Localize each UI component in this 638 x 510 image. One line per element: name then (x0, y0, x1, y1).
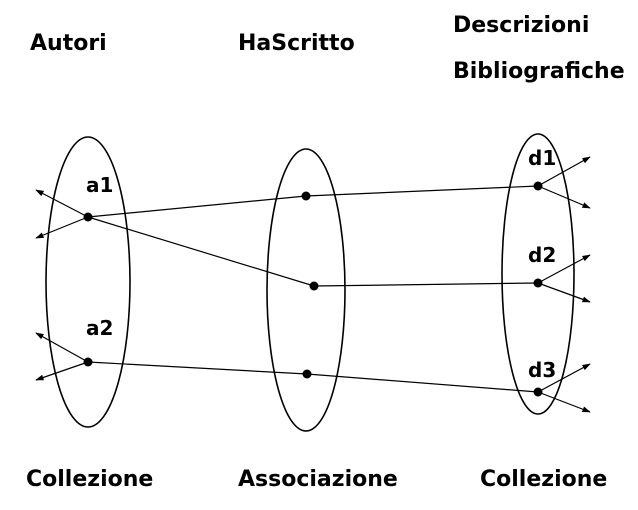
d2-arrow-upper (537, 254, 591, 284)
node-d2-label: d2 (528, 243, 556, 267)
descrizioni-collection-ellipse (501, 133, 575, 415)
footer-collezione-right: Collezione (480, 467, 607, 492)
node-a2-dot (83, 357, 93, 367)
a2-arrow-lower (35, 361, 89, 381)
link-a1-assoc1 (87, 195, 307, 218)
d2-arrow-lower (537, 282, 591, 303)
link-assoc3-d3 (306, 373, 539, 393)
header-bibliografiche: Bibliografiche (453, 59, 625, 84)
d1-arrow-upper (537, 156, 591, 187)
link-a2-assoc3 (87, 361, 308, 375)
node-d2-dot (533, 278, 543, 288)
footer-collezione-left: Collezione (26, 467, 153, 492)
node-a1-label: a1 (86, 173, 113, 197)
header-descrizioni: Descrizioni (453, 13, 589, 38)
header-autori: Autori (30, 31, 107, 56)
a1-arrow-upper (35, 189, 89, 218)
node-a1-dot (83, 212, 93, 222)
a1-arrow-lower (35, 216, 89, 239)
node-d1-label: d1 (528, 146, 556, 170)
assoc1-dot (301, 191, 311, 201)
node-d3-dot (533, 387, 543, 397)
node-d1-dot (533, 181, 543, 191)
autori-collection-ellipse (45, 136, 131, 428)
header-hascritto: HaScritto (238, 31, 355, 56)
footer-associazione: Associazione (238, 467, 398, 492)
node-a2-label: a2 (86, 316, 113, 340)
hascritto-association-ellipse (266, 148, 346, 432)
assoc3-dot (302, 369, 312, 379)
link-a1-assoc2 (87, 216, 315, 287)
node-d3-label: d3 (528, 358, 556, 382)
link-assoc2-d2 (313, 282, 539, 287)
d1-arrow-lower (537, 185, 591, 209)
a2-arrow-upper (35, 332, 89, 363)
d3-arrow-lower (537, 391, 591, 413)
d3-arrow-upper (537, 363, 591, 393)
assoc2-dot (309, 281, 319, 291)
link-assoc1-d1 (305, 185, 539, 197)
